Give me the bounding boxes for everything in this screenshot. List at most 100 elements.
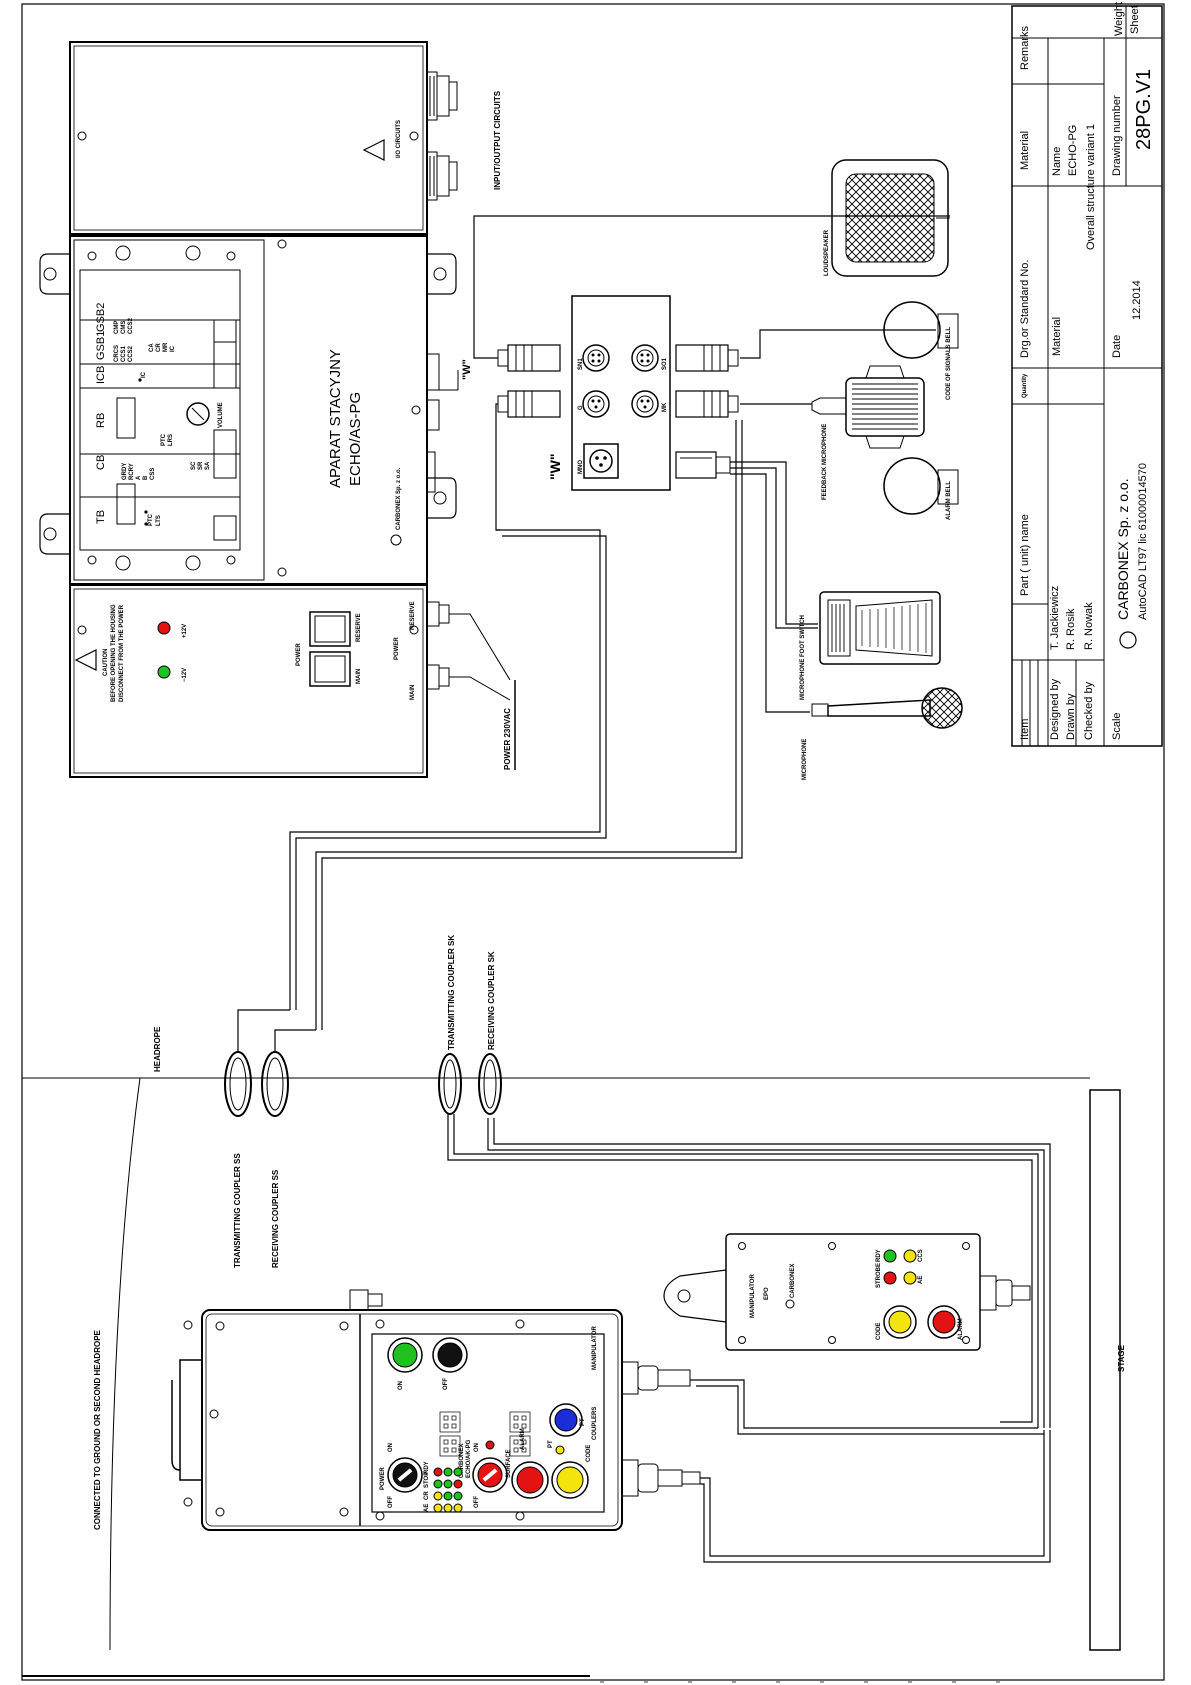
manip-led-strobe (883, 1271, 897, 1285)
svg-text:PTC: PTC (161, 433, 167, 446)
cage-model: ECHO/AK-PG (466, 1439, 472, 1478)
mounting-ear (426, 253, 457, 295)
manipulator-title: MANIPULATOR (750, 1274, 756, 1318)
cage-brand: CARBONEX (459, 1444, 465, 1478)
power-on-label: ON (388, 1443, 394, 1452)
code-label: CODE (586, 1445, 592, 1462)
svg-text:PTC: PTC (148, 513, 154, 526)
svg-text:RCRY: RCRY (129, 463, 135, 480)
pt-label: PT (580, 1418, 586, 1426)
coupler-ss-tx (224, 1051, 252, 1117)
plug-connector (675, 451, 731, 479)
alarm-button[interactable] (511, 1461, 549, 1499)
mounting-ear (39, 513, 71, 555)
wiring (289, 215, 1051, 1563)
volume-knob[interactable] (186, 402, 210, 426)
svg-text:CMS: CMS (121, 321, 127, 334)
tb-scale: Scale (1111, 712, 1123, 740)
foot-switch (819, 591, 941, 665)
manip-led-ccs (903, 1249, 917, 1263)
carbonex-logo-icon (390, 534, 402, 546)
reserve-power-switch[interactable] (309, 611, 351, 647)
loudspeaker-label: LOUDSPEAKER (824, 229, 830, 276)
junction-label: "W" (547, 454, 563, 481)
led-label-pt: PT (548, 1440, 554, 1448)
plug-connector (675, 390, 739, 418)
station-brand: CARBONEX Sp. z o.o. (396, 467, 402, 530)
volume-label: VOLUME (218, 402, 224, 428)
gsb3-led-group: CA CR MR IC (149, 342, 176, 352)
manip-alarm-button[interactable] (927, 1305, 961, 1339)
station-title-line1: APARAT STACYJNY (327, 349, 344, 488)
power-label-2: POWER (394, 637, 400, 660)
led-label-ae: AE (424, 1504, 430, 1512)
power-selector-label: POWER (380, 1467, 386, 1490)
port-label-mno: MNO (578, 460, 584, 474)
tb-weight: Weight (1113, 2, 1125, 36)
tb-checker: R. Nowak (1083, 602, 1095, 650)
led-plus12 (157, 621, 171, 635)
tb-date-value: 12.2014 (1131, 280, 1143, 320)
manip-code-button[interactable] (883, 1305, 917, 1339)
stage-label: STAGE (1117, 1344, 1126, 1372)
module-label-gsb2: GSB2 (95, 303, 107, 332)
tb-name-desc: Overall structure variant 1 (1085, 124, 1097, 250)
main-power-switch[interactable] (309, 651, 351, 687)
caution-line2: BEFORE OPENING THE HOUSING (111, 604, 117, 702)
manipulator-model: EPO (764, 1287, 770, 1300)
gsb1-led-group: CRCS CCS1 CCS2 (114, 345, 134, 362)
alarm-led-group: SC SR SA (191, 461, 211, 470)
ground-label: CONNECTED TO GROUND OR SECOND HEADROPE (93, 1329, 102, 1530)
port-label-so1: SO1 (662, 357, 668, 370)
mounting-ear (39, 253, 71, 295)
led-label-stop: STOP (424, 1472, 430, 1488)
manip-alarm-label: ALARM (958, 1318, 964, 1340)
code-bell (883, 301, 959, 359)
power-label: POWER (296, 643, 302, 666)
io-box (69, 41, 428, 235)
manip-led-ae (903, 1271, 917, 1285)
tb-part-name: Part ( unit) name (1019, 514, 1031, 596)
junction-box: SN1 SO1 G MK MNO "W" (547, 295, 671, 491)
station-title-line2: ECHO/AS-PG (347, 392, 364, 486)
manip-led-label-ae: AE (918, 1276, 924, 1284)
surface-selector[interactable] (472, 1457, 508, 1493)
plus12-label: +12V (182, 624, 188, 638)
tb-item: Item (1019, 719, 1031, 740)
mounting-ear (426, 477, 457, 519)
module-label-tb: TB (95, 510, 107, 524)
on-button[interactable] (387, 1337, 423, 1373)
tb-sheet: Sheet (1129, 5, 1141, 34)
power-selector[interactable] (387, 1457, 423, 1493)
off-button[interactable] (432, 1337, 468, 1373)
rb-led-group: PTC LRS (161, 433, 174, 446)
port-label-g: G (578, 405, 584, 410)
manipulator-logo-icon (785, 1299, 795, 1309)
code-button[interactable] (551, 1461, 589, 1499)
svg-text:CSS: CSS (150, 468, 156, 480)
module-label-rb: RB (95, 413, 107, 428)
tb-led-group: PTC LTS (144, 510, 162, 526)
power-230-label: POWER 230VAC (503, 708, 512, 770)
code-bell-label: CODE OF SIGNALS BELL (946, 327, 952, 400)
tb-designed-by: Designed by (1049, 678, 1061, 740)
svg-text:LRS: LRS (168, 434, 174, 446)
warning-triangle-icon (362, 139, 385, 161)
pt-button[interactable] (549, 1403, 583, 1437)
tb-drawing-number: 28PG.V1 (1133, 69, 1155, 150)
manip-led-rdy (883, 1249, 897, 1263)
tb-material: Material (1019, 131, 1031, 170)
off-label: OFF (443, 1378, 449, 1390)
io-warning-label: I/O CIRCUITS (396, 120, 402, 158)
svg-text:CCS2: CCS2 (128, 345, 134, 362)
tb-date-label: Date (1111, 335, 1123, 358)
svg-text:MR: MR (163, 342, 169, 352)
tb-drawer: R. Rosik (1065, 608, 1077, 650)
manip-led-label-strobe: STROBE (876, 1263, 882, 1288)
icb-led-group: IC (138, 371, 147, 382)
coupler-sk-rx (478, 1053, 502, 1115)
tb-name-value: ECHO-PG (1067, 125, 1079, 176)
feedback-microphone (800, 365, 925, 449)
manipulator-unit: MANIPULATOR EPO CARBONEX RDY STROBE CCS … (663, 1233, 1031, 1351)
svg-text:B: B (143, 475, 149, 480)
